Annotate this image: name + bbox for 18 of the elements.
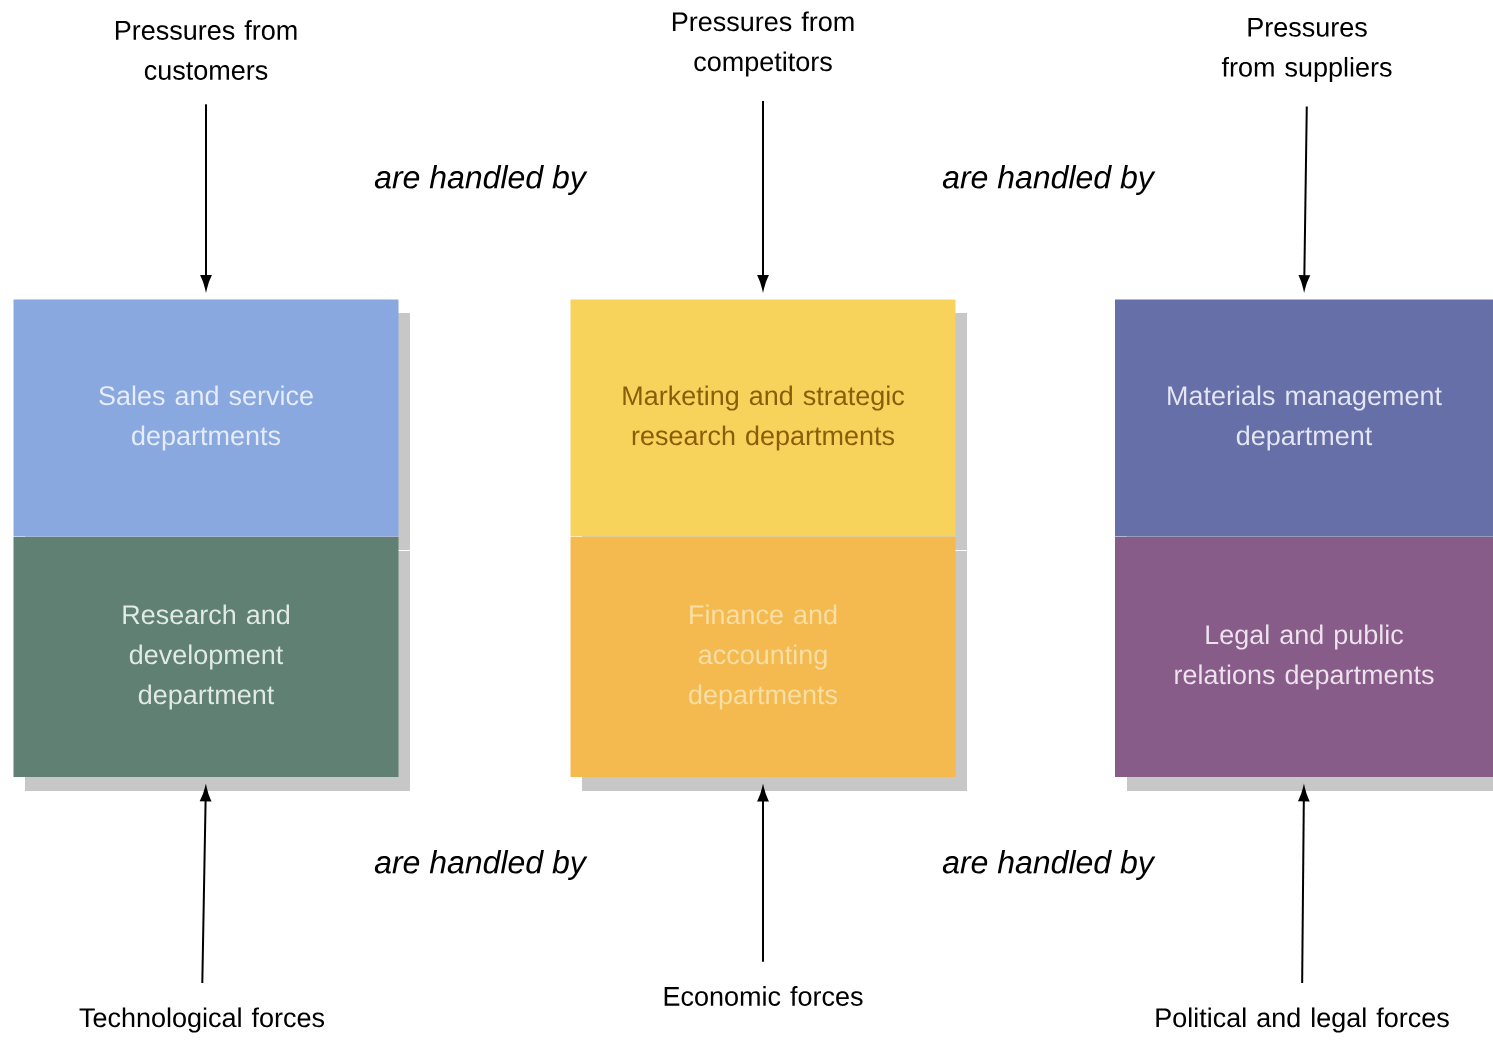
department-box: Research and development department — [13, 537, 410, 791]
force-label: Economic forces — [664, 986, 863, 1006]
arrow — [200, 103, 212, 290]
force-label: Political and legal forces — [1156, 1007, 1449, 1033]
arrow — [1299, 105, 1310, 290]
force-label: Pressures from competitors — [672, 11, 854, 77]
department-box: Legal and public relations departments — [1115, 537, 1493, 791]
force-label: Pressures from suppliers — [1221, 17, 1392, 83]
department-box: Finance and accounting departments — [570, 537, 967, 791]
force-label: Technological forces — [79, 1007, 325, 1033]
note-text: are handled by — [942, 850, 1156, 880]
department-box: Sales and service departments — [13, 299, 410, 550]
note-text: are handled by — [942, 165, 1156, 195]
note-text: are handled by — [374, 850, 588, 880]
department-box: Marketing and strategic research departments — [570, 299, 967, 550]
force-label: Pressures from customers — [115, 20, 297, 80]
arrow — [757, 100, 769, 290]
note-text: are handled by — [374, 165, 588, 195]
